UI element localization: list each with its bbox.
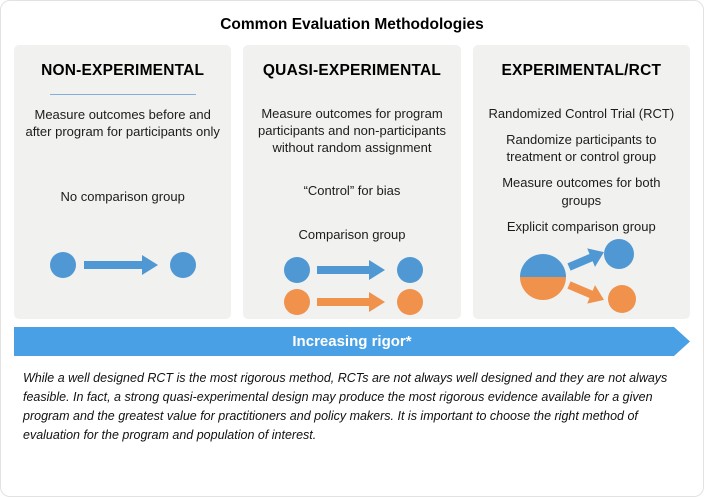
method-point: Measure outcomes before and after progra… [25, 107, 220, 140]
column-heading: QUASI-EXPERIMENTAL [262, 62, 442, 79]
method-point: No comparison group [60, 189, 185, 205]
column-heading: NON-EXPERIMENTAL [41, 62, 205, 79]
method-point: Explicit comparison group [506, 218, 656, 234]
comparison-group-circle [396, 288, 423, 315]
treatment-group-circle [396, 256, 423, 283]
before-after-diagram [24, 242, 221, 293]
control-group-circle [608, 284, 637, 313]
column-experimental-rct: EXPERIMENTAL/RCT Randomized Control Tria… [472, 45, 690, 322]
method-point: Randomize participants to treatment or c… [506, 132, 657, 165]
participant-group-circle [49, 252, 76, 278]
methodology-columns: NON-EXPERIMENTAL Measure outcomes before… [14, 45, 690, 319]
method-point: Measure outcomes for both groups [502, 175, 661, 208]
comparison-group-circle [283, 288, 310, 315]
method-point: Measure outcomes for program participant… [258, 106, 446, 156]
right-arrow-icon [316, 259, 385, 280]
treatment-comparison-graphic [283, 256, 423, 315]
column-heading: EXPERIMENTAL/RCT [501, 62, 662, 79]
method-point: “Control” for bias [303, 183, 401, 199]
column-quasi-experimental: QUASI-EXPERIMENTAL Measure outcomes for … [243, 45, 461, 322]
two-group-diagram [253, 255, 450, 322]
footnote-text: While a well designed RCT is the most ri… [23, 371, 668, 442]
treatment-group-circle [283, 256, 310, 283]
single-group-arrow-graphic [49, 252, 196, 278]
pooled-group-bottom-half-circle [520, 276, 567, 300]
page-title: Common Evaluation Methodologies [220, 16, 484, 33]
method-point: Randomized Control Trial (RCT) [488, 106, 675, 121]
method-point: Comparison group [298, 226, 406, 242]
right-arrow-icon [316, 291, 385, 312]
randomize-to-treatment-arrow-icon [567, 248, 605, 271]
right-arrow-icon [83, 255, 158, 275]
column-non-experimental: NON-EXPERIMENTAL Measure outcomes before… [14, 45, 232, 319]
banner-label: Increasing rigor* [292, 333, 412, 350]
treatment-group-circle [604, 238, 635, 269]
heading-divider [49, 94, 196, 95]
participant-group-circle [169, 252, 196, 278]
pooled-group-top-half-circle [520, 253, 567, 277]
randomize-to-control-arrow-icon [567, 281, 605, 304]
random-assignment-graphic [520, 238, 637, 313]
increasing-rigor-banner: Increasing rigor* [14, 327, 690, 356]
randomization-diagram [483, 237, 680, 322]
